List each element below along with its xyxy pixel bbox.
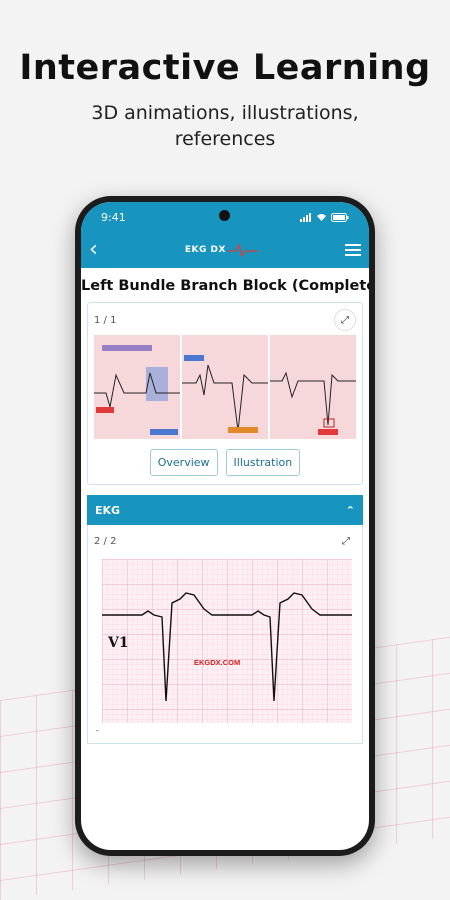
status-time: 9:41 (101, 210, 126, 224)
overview-button[interactable]: Overview (149, 449, 218, 476)
lead-label: V1 (107, 635, 129, 651)
ecg-annotated-graphic (182, 355, 268, 433)
hero-subtitle: 3D animations, illustrations, references (0, 100, 450, 152)
hero-title: Interactive Learning (19, 48, 431, 88)
hamburger-menu-icon[interactable] (345, 244, 361, 256)
status-icons (300, 212, 349, 222)
chevron-up-icon[interactable]: ⌃ (345, 503, 355, 517)
ekg-section-header[interactable]: EKG ⌃ (87, 495, 363, 525)
illustration-card: 1 / 1 ⤢ (87, 302, 363, 485)
illustration-panel-1 (94, 335, 180, 439)
expand-icon[interactable]: ⤢ (334, 309, 356, 331)
illustration-panel-2 (182, 335, 268, 439)
hero-subtitle-line1: 3D animations, illustrations, (91, 102, 359, 124)
page-title: Left Bundle Branch Block (Complete) (81, 278, 369, 294)
ekg-section-title: EKG (95, 503, 121, 517)
ekg-card: 2 / 2 ⤢ (87, 525, 363, 744)
illustration-button[interactable]: Illustration (225, 449, 301, 476)
phone-frame: 9:41 ‹ EKG DX Left Bundle Branch Block (… (75, 196, 375, 856)
ekg-watermark: EKGDX.COM (194, 658, 240, 667)
heartbeat-logo-icon (227, 243, 258, 257)
phone-screen: 9:41 ‹ EKG DX Left Bundle Branch Block (… (81, 202, 369, 850)
app-logo: EKG DX (185, 243, 258, 257)
illustration-counter: 1 / 1 (94, 314, 117, 326)
ekg-strip[interactable]: V1 EKGDX.COM (102, 559, 352, 723)
hero-subtitle-line2: references (174, 128, 276, 150)
expand-icon[interactable]: ⤢ (342, 535, 350, 547)
illustration-panel-3 (270, 335, 356, 439)
illustration-card-header: 1 / 1 ⤢ (88, 303, 362, 335)
illustration-strip[interactable] (88, 335, 362, 439)
ecg-annotated-graphic (94, 345, 180, 435)
illustration-button-row: Overview Illustration (88, 439, 362, 484)
battery-icon (331, 212, 349, 222)
app-bar: ‹ EKG DX (81, 232, 369, 268)
status-bar: 9:41 (81, 202, 369, 232)
chevron-left-icon[interactable]: ‹ (89, 237, 98, 262)
signal-icon (300, 212, 311, 222)
ecg-annotated-graphic (270, 371, 356, 435)
ekg-card-header: 2 / 2 ⤢ (88, 525, 362, 555)
app-logo-text: EKG DX (184, 245, 226, 255)
ekg-tracing-graphic: V1 EKGDX.COM (102, 559, 352, 723)
ekg-counter: 2 / 2 (94, 535, 117, 547)
wifi-icon (317, 213, 326, 221)
ekg-footnote: - (96, 726, 99, 735)
front-camera (219, 210, 230, 221)
